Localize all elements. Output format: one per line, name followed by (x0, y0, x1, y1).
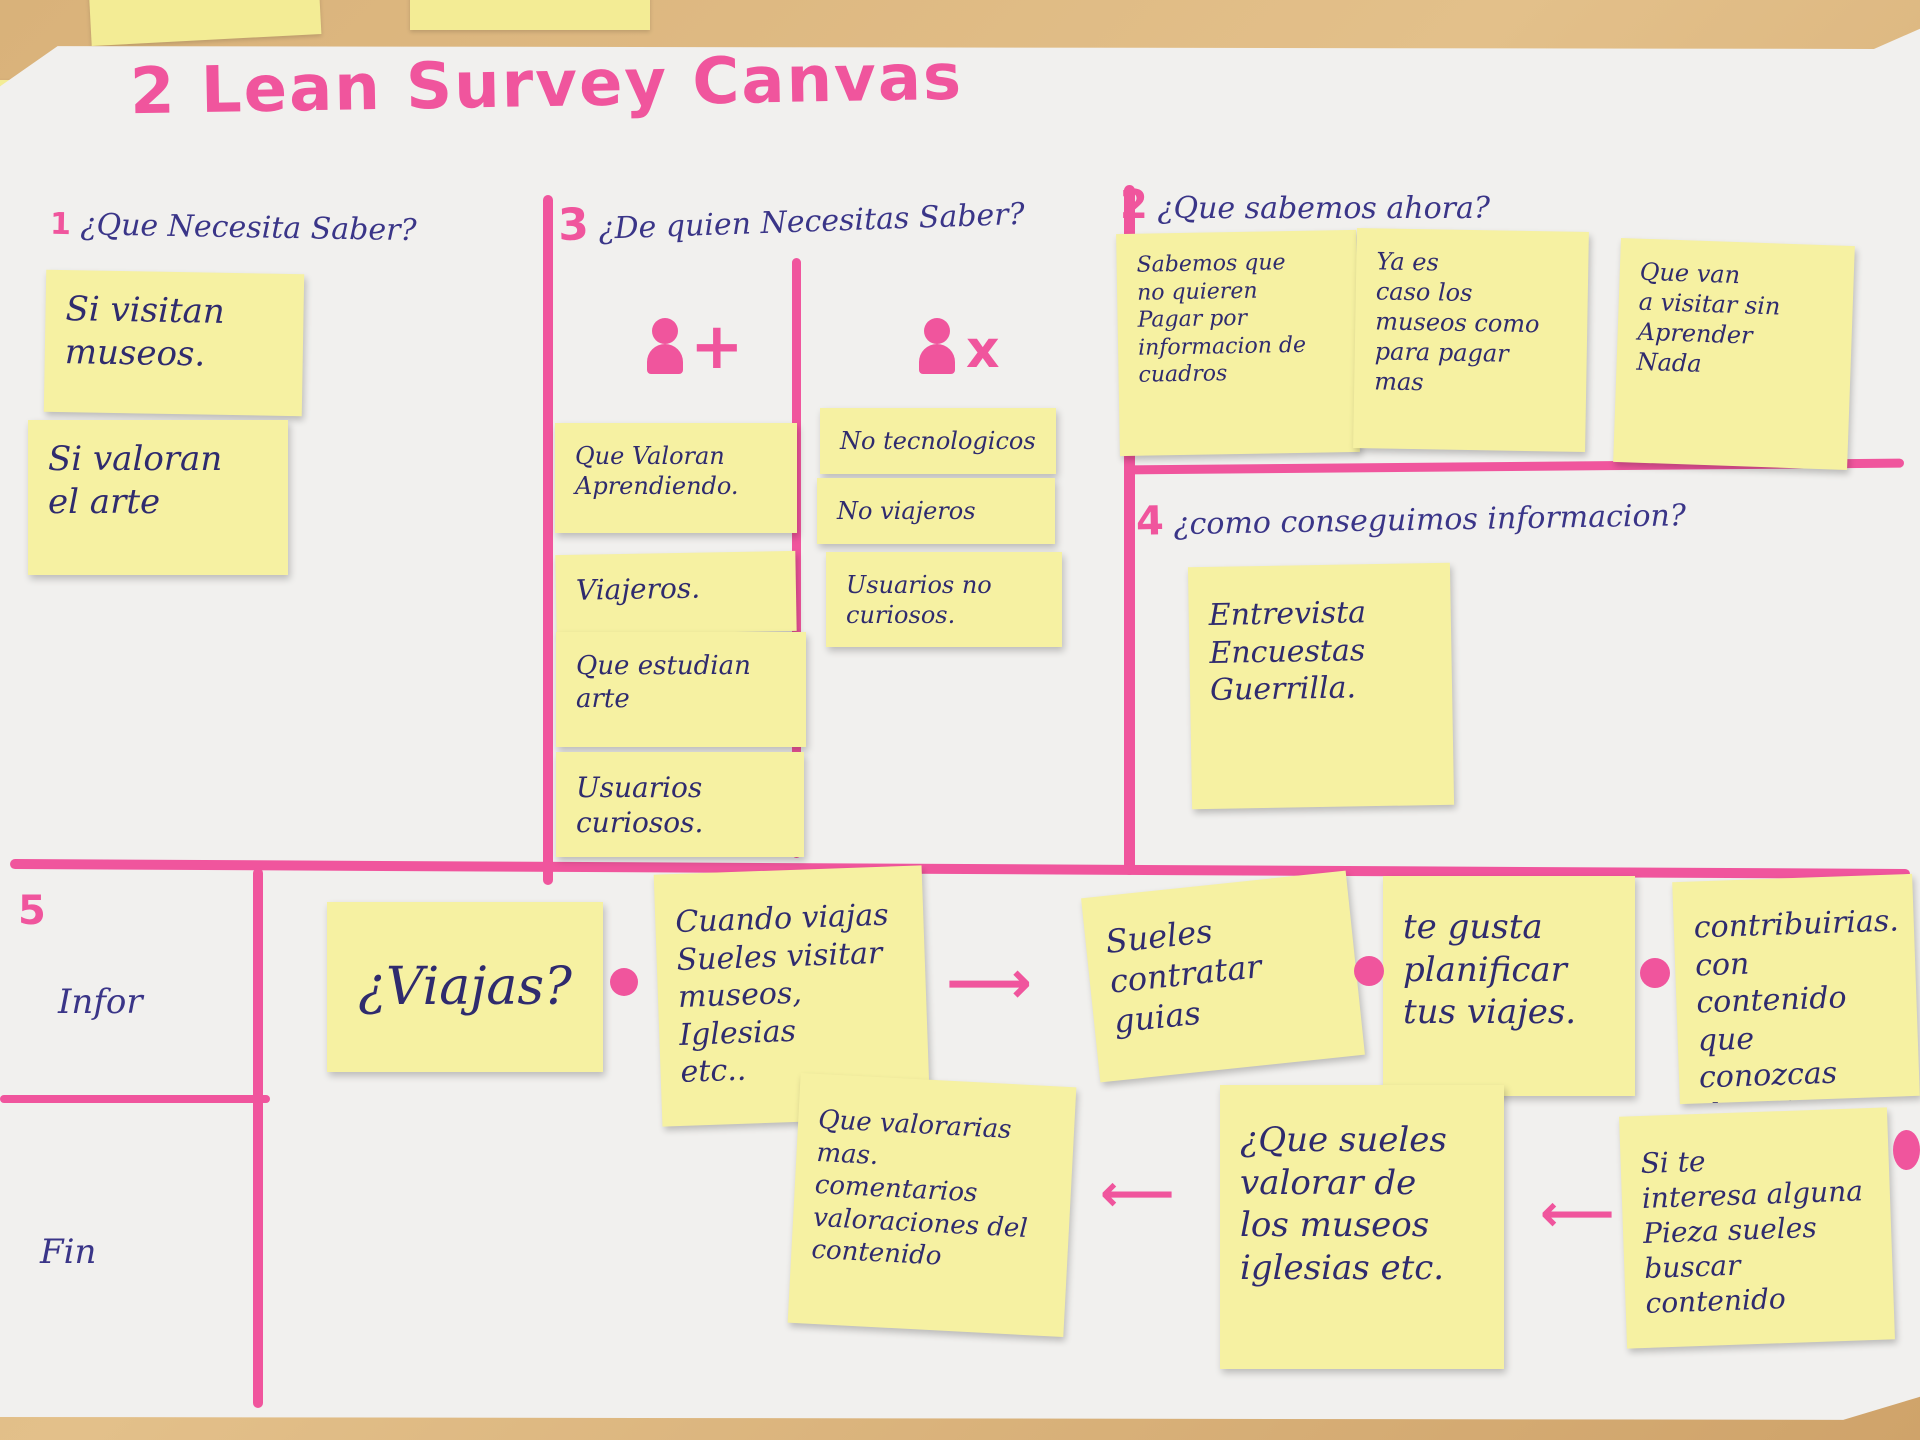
section-text: ¿Que sabemos ahora? (1157, 191, 1490, 226)
canvas-title: 2 Lean Survey Canvas (129, 40, 964, 130)
section-heading-5: 5 (18, 888, 46, 934)
person-icon (924, 318, 950, 344)
arrow-left-icon: ⟵ (1540, 1184, 1615, 1244)
arrow-right-icon: ⟶ (946, 948, 1033, 1018)
flow-dot (1354, 956, 1384, 986)
person-icon (652, 318, 678, 344)
sticky-note-need-1: Si visitan museos. (43, 269, 305, 417)
divider-line (543, 195, 553, 885)
flow-dot (1893, 1130, 1920, 1170)
section-heading-2: 2 ¿Que sabemos ahora? (1120, 182, 1490, 228)
person-icon-body (919, 344, 955, 374)
sticky-note-flow-5: contribuirias. con contenido que conozca… (1672, 873, 1920, 1105)
sticky-note-know-2: Ya es caso los museos como para pagar ma… (1353, 227, 1589, 453)
row-label-fin: Fin (40, 1232, 97, 1272)
row-label-info: Infor (58, 982, 143, 1022)
sticky-note-know-1: Sabemos que no quieren Pagar por informa… (1116, 229, 1360, 457)
section-number: 3 (557, 199, 590, 252)
sticky-note-plus-4: Usuarios curiosos. (556, 752, 804, 857)
sticky-note-flow-7: ¿Que sueles valorar de los museos iglesi… (1220, 1085, 1504, 1369)
section-number: 4 (1135, 498, 1165, 545)
sticky-note-flow-4: te gusta planificar tus viajes. (1383, 876, 1635, 1096)
divider-line (792, 258, 801, 858)
sticky-note-flow-6: Si te interesa alguna Pieza sueles busca… (1619, 1107, 1895, 1349)
sticky-note-minus-2: No viajeros (817, 478, 1055, 544)
sticky-note-flow-1: ¿Viajas? (327, 902, 603, 1072)
flow-dot (1640, 958, 1670, 988)
section-heading-1: 1 ¿Que Necesita Saber? (50, 207, 417, 248)
background-sticky-note (88, 0, 322, 46)
sticky-note-flow-3: Sueles contratar guias (1081, 870, 1365, 1083)
flow-dot (610, 968, 638, 996)
divider-line (1124, 185, 1135, 875)
sticky-note-plus-2: Viajeros. (555, 550, 797, 636)
person-icon-body (647, 344, 683, 374)
sticky-note-minus-3: Usuarios no curiosos. (826, 552, 1062, 647)
sticky-note-minus-1: No tecnologicos (820, 408, 1056, 474)
section-number: 2 (1120, 182, 1148, 228)
section-heading-4: 4 ¿como conseguimos informacion? (1136, 489, 1687, 545)
sticky-note-need-2: Si valoran el arte (28, 420, 288, 575)
cross-icon: x (966, 320, 1000, 380)
section-number: 1 (49, 206, 72, 243)
sticky-note-how-1: Entrevista Encuestas Guerrilla. (1187, 562, 1455, 810)
background-sticky-note (410, 0, 650, 30)
sticky-note-plus-1: Que Valoran Aprendiendo. (555, 423, 797, 533)
plus-icon: + (690, 310, 744, 384)
sticky-note-flow-8: Que valorarias mas. comentarios valoraci… (787, 1072, 1077, 1338)
divider-line (253, 868, 263, 1408)
section-number: 5 (18, 888, 46, 934)
section-text: ¿como conseguimos informacion? (1173, 498, 1687, 543)
arrow-left-icon: ⟵ (1100, 1164, 1175, 1224)
sticky-note-know-3: Que van a visitar sin Aprender Nada (1613, 237, 1855, 471)
sticky-note-plus-3: Que estudian arte (556, 632, 806, 747)
section-text: ¿Que Necesita Saber? (80, 207, 417, 249)
divider-line (0, 1095, 270, 1103)
